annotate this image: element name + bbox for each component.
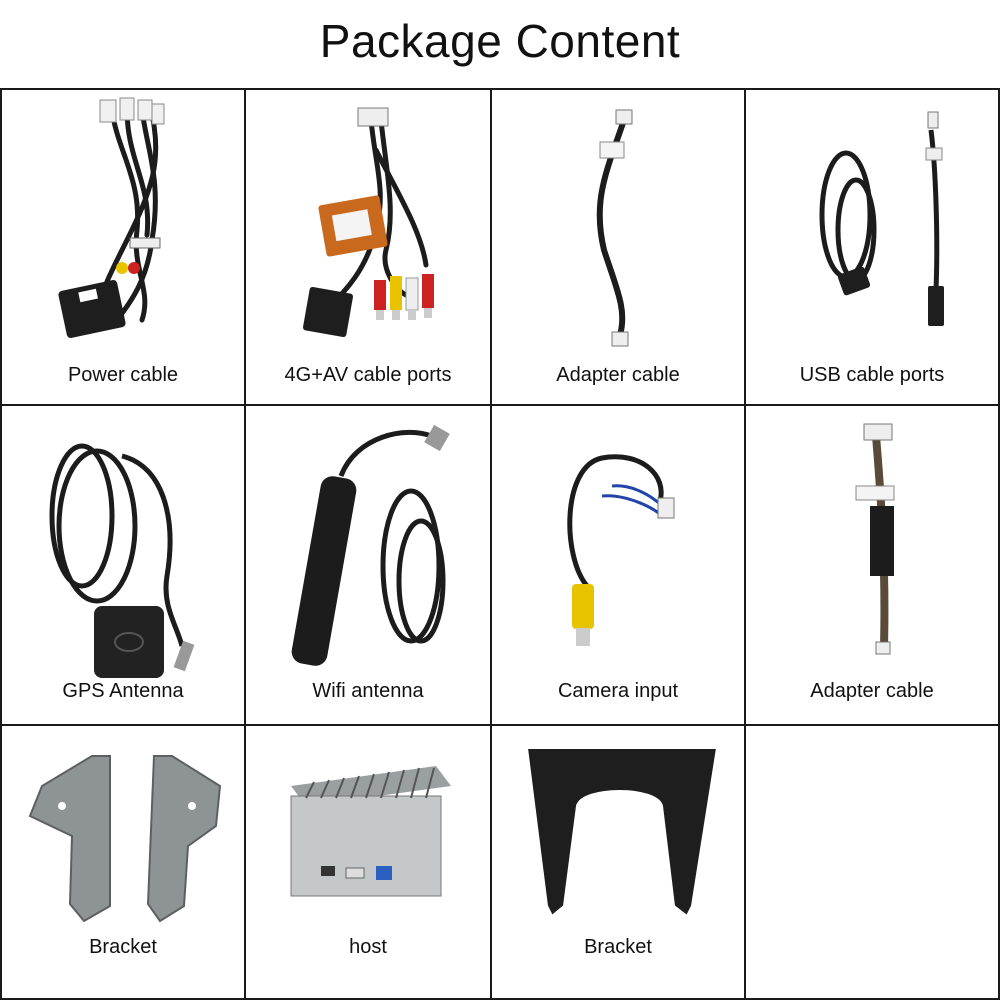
item-frame-bracket: Bracket (490, 724, 746, 1000)
item-gps-antenna: GPS Antenna (0, 404, 246, 726)
item-av-cable: 4G+AV cable ports (244, 88, 492, 406)
item-label: Wifi antenna (312, 680, 424, 702)
camera-input-icon (567, 454, 675, 646)
item-label: Camera input (557, 680, 679, 702)
item-label: USB cable ports (799, 364, 945, 386)
item-label: Bracket (584, 936, 652, 958)
item-label: Bracket (89, 936, 157, 958)
page-title: Package Content (319, 15, 681, 67)
wifi-antenna-icon (291, 424, 450, 666)
item-adapter-cable: Adapter cable (490, 88, 746, 406)
av-cable-icon (302, 107, 434, 338)
item-bracket: Bracket (0, 724, 246, 1000)
item-label: Adapter cable (810, 680, 934, 702)
gps-antenna-icon (49, 443, 195, 678)
item-adapter-cable-2: Adapter cable (744, 404, 1000, 726)
empty-cell (744, 724, 1000, 1000)
adapter-cable-2-icon (855, 423, 895, 655)
frame-bracket-icon (525, 747, 719, 918)
power-cable-icon (58, 97, 165, 338)
item-power-cable: Power cable (0, 88, 246, 406)
item-label: Adapter cable (556, 364, 680, 386)
item-camera-input: Camera input (490, 404, 746, 726)
usb-cable-icon (819, 111, 944, 326)
item-wifi-antenna: Wifi antenna (244, 404, 492, 726)
package-grid: Power cable 4G+AV cable ports (0, 88, 1000, 1000)
item-label: host (349, 936, 387, 958)
bracket-icon (28, 755, 222, 923)
host-unit-icon (290, 766, 451, 897)
item-label: GPS Antenna (62, 680, 184, 702)
item-usb-cable: USB cable ports (744, 88, 1000, 406)
item-host: host (244, 724, 492, 1000)
adapter-cable-icon (596, 109, 633, 347)
item-label: Power cable (67, 364, 179, 386)
item-label: 4G+AV cable ports (284, 364, 452, 386)
